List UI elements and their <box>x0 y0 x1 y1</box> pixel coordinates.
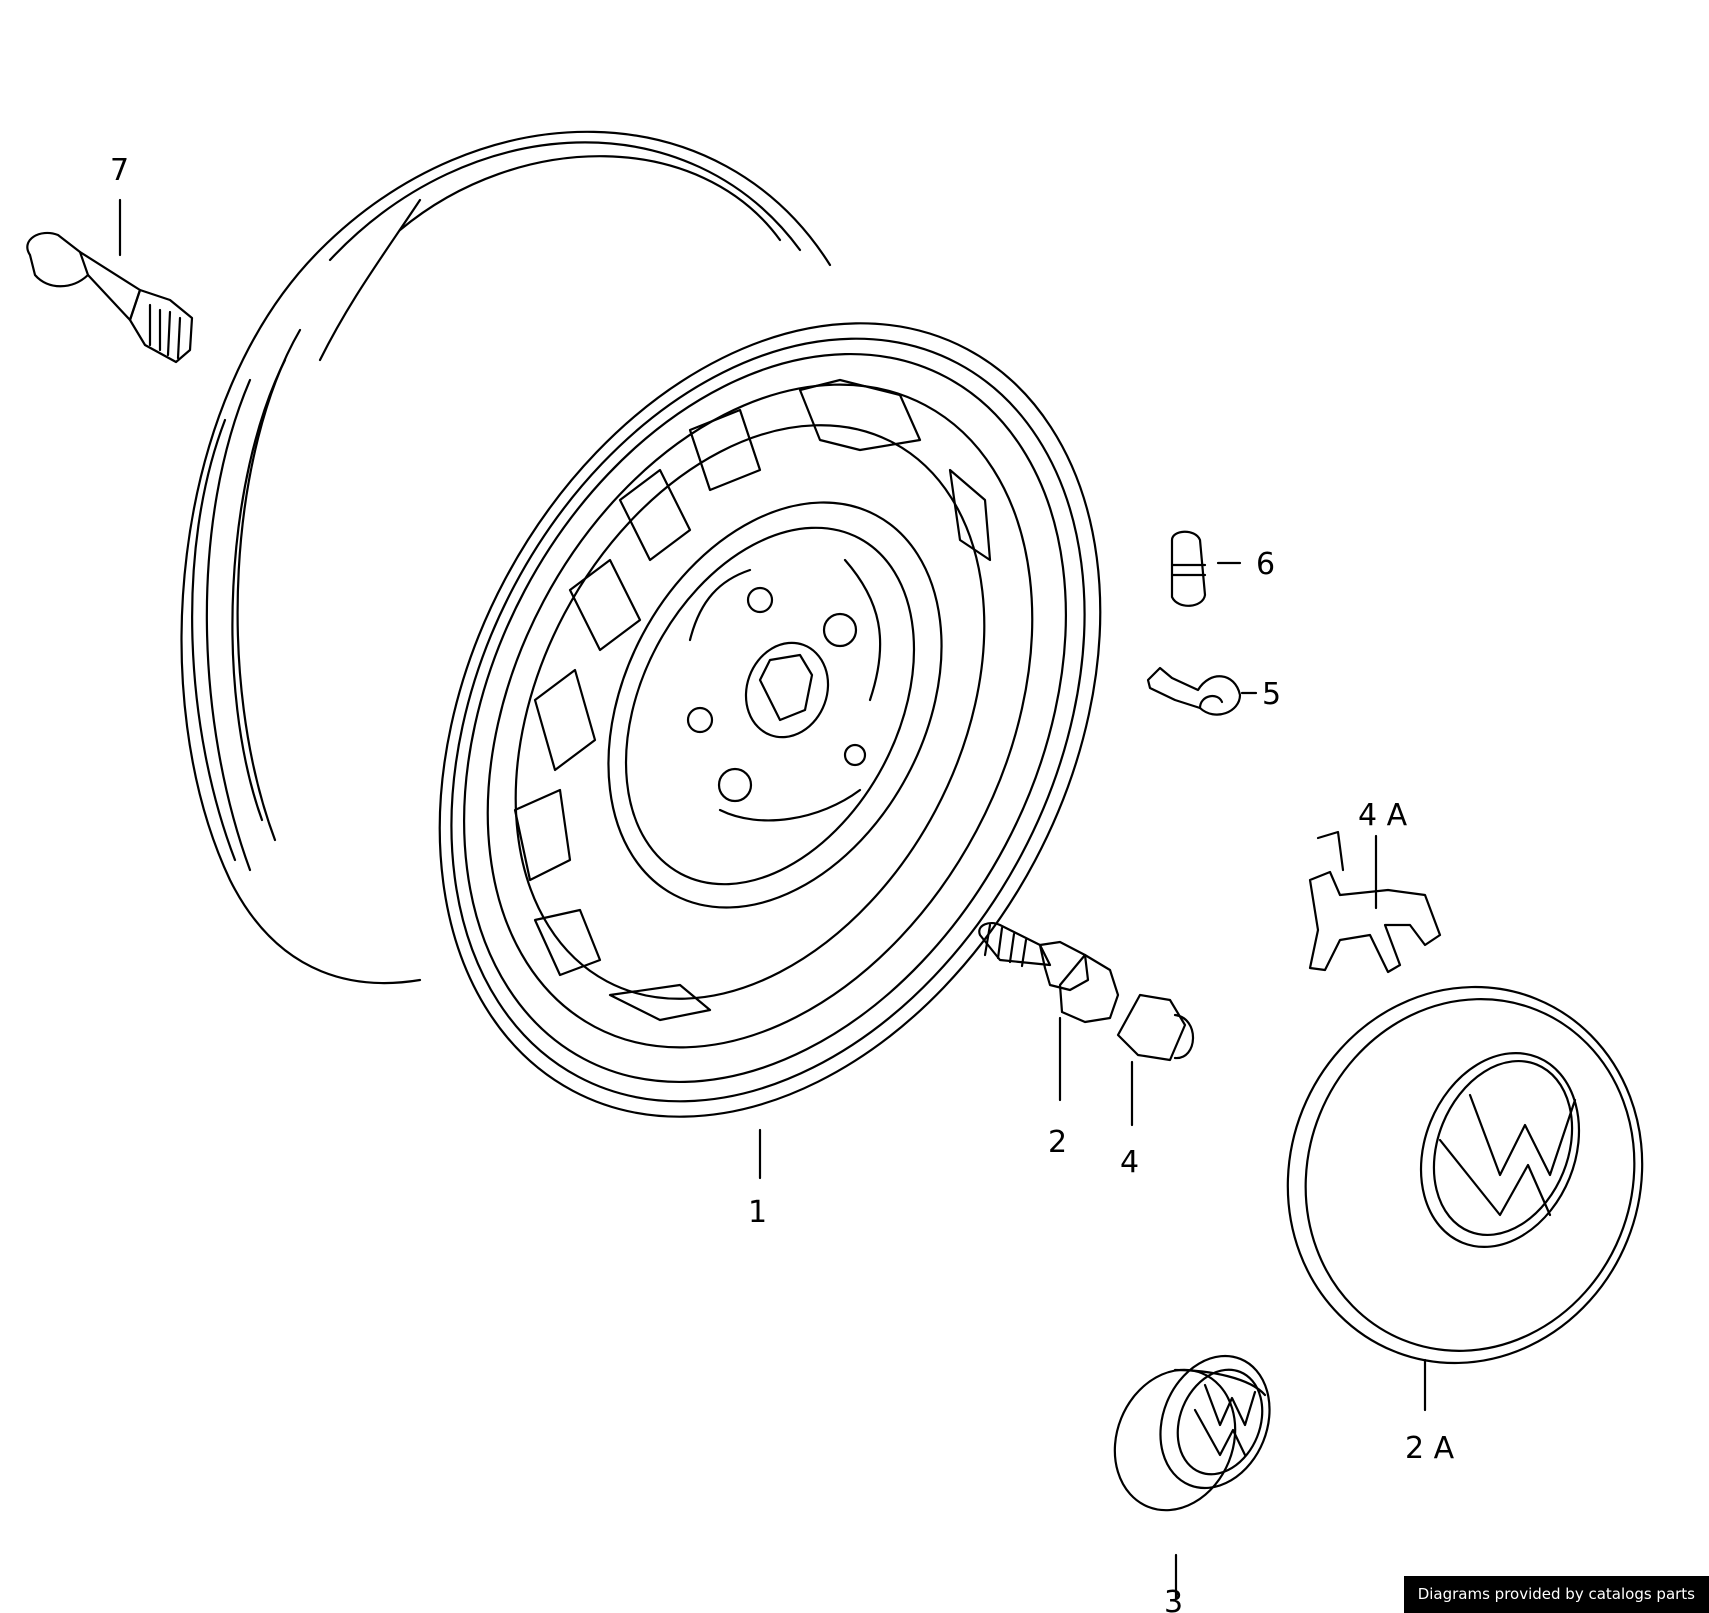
callout-3: 3 <box>1164 1585 1183 1613</box>
spring-clip <box>1308 830 1442 974</box>
hub-center <box>686 558 882 822</box>
balance-weight <box>1170 530 1242 607</box>
wheel-bolt <box>978 921 1120 1102</box>
valve-stem <box>26 198 194 364</box>
callout-5: 5 <box>1262 677 1281 712</box>
vw-logo-small <box>1193 1383 1257 1457</box>
callout-2a: 2 A <box>1405 1431 1455 1466</box>
callout-7: 7 <box>110 153 129 188</box>
callout-1: 1 <box>748 1195 767 1230</box>
callout-4a: 4 A <box>1358 798 1408 833</box>
retaining-clip <box>1146 666 1258 716</box>
hubcap-large <box>1286 985 1644 1412</box>
callout-2: 2 <box>1048 1125 1067 1160</box>
callout-6: 6 <box>1256 547 1275 582</box>
credit-badge: Diagrams provided by catalogs parts <box>1403 1576 1709 1613</box>
rim-vent-slots <box>513 378 992 1022</box>
cap-nut <box>1116 993 1195 1127</box>
vw-logo-large <box>1438 1093 1577 1217</box>
center-cap-small <box>1113 1354 1271 1600</box>
callout-4: 4 <box>1120 1145 1139 1180</box>
steel-wheel-rim <box>180 130 1102 1180</box>
